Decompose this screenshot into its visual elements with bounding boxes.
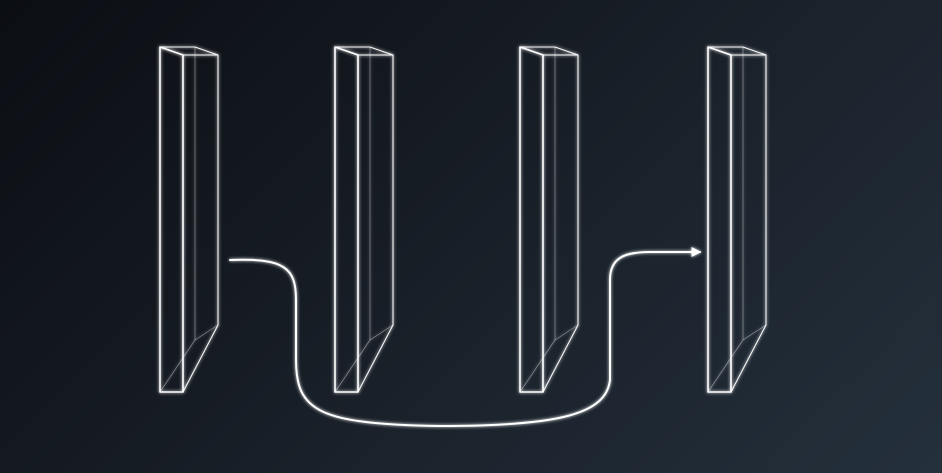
skip-connection xyxy=(229,247,702,428)
layer-3 xyxy=(519,46,579,393)
layer-4 xyxy=(707,46,767,393)
layer-1 xyxy=(159,46,219,393)
skip-connection-arrow xyxy=(229,247,702,428)
layer-2 xyxy=(334,46,394,393)
